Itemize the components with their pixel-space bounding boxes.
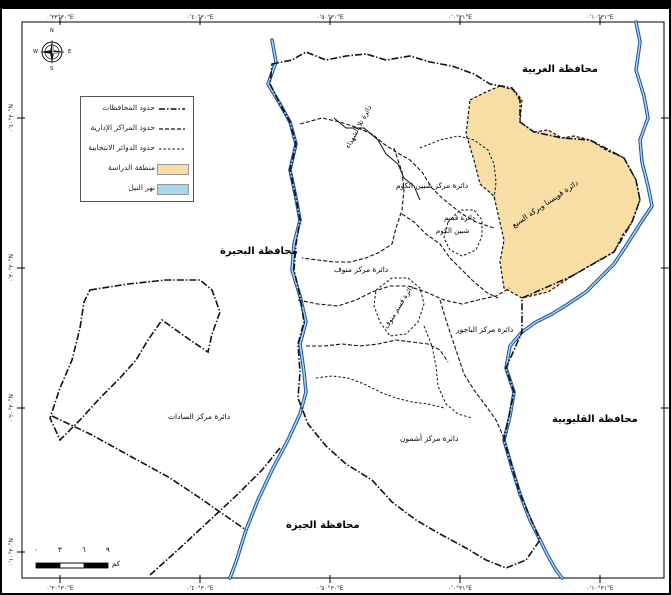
top-tick-label: ٣٠°٣٣'٠"E: [46, 14, 74, 21]
bottom-tick-label: ٣١°٠'٠"E: [448, 585, 472, 592]
compass-w: W: [33, 49, 38, 55]
legend-symbol-short-dash: [159, 148, 185, 150]
legend-label: منطقة الدراسة: [108, 163, 155, 172]
left-tick-label: ٣٠°٤٠'٠"N: [8, 104, 15, 132]
label-gharbia: محافظة الغربية: [522, 64, 598, 75]
electoral-boundaries: [315, 135, 497, 419]
giza-boundary: [149, 447, 281, 576]
label-district-sadat: دائرة مركز السادات: [168, 412, 231, 421]
label-beheira: محافظة البحيرة: [220, 246, 298, 257]
bottom-tick-label: ٣١°١٠'٠"E: [586, 585, 614, 592]
legend-item-governorates: حدود المحافظات: [81, 101, 193, 115]
top-tick-label: ٣١°٠'٠"E: [448, 14, 472, 21]
legend-label: حدود المحافظات: [102, 103, 155, 112]
label-district-bagour: دائرة مركز الباجور: [456, 325, 514, 334]
label-district-menouf: دائرة مركز منوف: [334, 265, 389, 274]
scale-unit: كم: [112, 560, 120, 568]
sadat-west-edge: [51, 415, 247, 531]
governorate-boundary: [269, 51, 641, 569]
nile-river-west-fill: [229, 39, 307, 579]
legend-swatch-study-area: [157, 164, 189, 175]
map-legend: حدود المحافظات حدود المراكز الإدارية حدو…: [80, 96, 194, 202]
label-district-shebin-qism-2: شبين الكوم: [436, 227, 470, 235]
compass-icon: [40, 39, 65, 64]
scale-bar: ٠ ٣ ٦ ٩ كم: [32, 546, 132, 574]
sadat-boundary: [49, 279, 221, 442]
legend-item-study-area: منطقة الدراسة: [81, 161, 193, 175]
left-tick-label: ٣٠°٢٠'٠"N: [8, 394, 15, 422]
bottom-tick-label: ٣٠°٥٠'٠"E: [316, 585, 344, 592]
left-tick-label: ٣٠°٣٠'٠"N: [8, 254, 15, 282]
compass-n: N: [50, 28, 54, 34]
legend-symbol-dash-dot: [159, 108, 185, 110]
scale-tick-0: ٠: [34, 546, 38, 554]
scale-tick-6: ٦: [82, 546, 86, 554]
label-district-shebin: دائرة مركز شبين الكوم: [396, 181, 469, 190]
legend-swatch-nile: [157, 184, 189, 195]
scale-tick-3: ٣: [58, 546, 62, 554]
legend-label: حدود المراكز الإدارية: [90, 123, 155, 132]
top-border-bar: [0, 0, 671, 9]
label-giza: محافظة الجيزة: [286, 520, 360, 531]
top-tick-label: ٣١°١٠'٠"E: [586, 14, 614, 21]
top-tick-label: ٣٠°٥٠'٠"E: [316, 14, 344, 21]
legend-item-admin-centers: حدود المراكز الإدارية: [81, 121, 193, 135]
label-district-shebin-qism-1: دائرة قسم: [444, 214, 476, 222]
compass-s: S: [50, 66, 54, 72]
compass-rose: N S W E: [33, 28, 72, 72]
scale-bar-graphic: [35, 562, 109, 569]
legend-label: نهر النيل: [128, 183, 155, 192]
legend-label: حدود الدوائر الانتخابية: [88, 143, 155, 152]
graticule-ticks: [17, 17, 669, 583]
administrative-boundaries: [297, 117, 511, 439]
left-tick-label: ٣٠°١٠'٠"N: [8, 538, 15, 566]
legend-symbol-dash: [159, 128, 185, 130]
scale-tick-9: ٩: [106, 546, 110, 554]
bottom-tick-label: ٣٠°٣٠'٠"E: [46, 585, 74, 592]
top-coordinate-labels: ٣٠°٣٣'٠"E ٣٠°٤٠'٠"E ٣٠°٥٠'٠"E ٣١°٠'٠"E ٣…: [46, 14, 614, 21]
tala-boundary: [333, 117, 421, 201]
bottom-coordinate-labels: ٣٠°٣٠'٠"E ٣٠°٤٠'٠"E ٣٠°٥٠'٠"E ٣١°٠'٠"E ٣…: [46, 585, 614, 592]
nile-river-west: [228, 38, 308, 580]
compass-e: E: [68, 49, 72, 55]
label-qalyubia: محافظة القليوبية: [552, 414, 638, 425]
legend-item-nile: نهر النيل: [81, 181, 193, 195]
bottom-tick-label: ٣٠°٤٠'٠"E: [186, 585, 214, 592]
inner-map-frame: [21, 21, 665, 579]
nile-river-east-fill: [503, 21, 653, 579]
label-district-ashmoun: دائرة مركز أشمون: [400, 434, 459, 443]
nile-river-east: [502, 20, 654, 580]
top-tick-label: ٣٠°٤٠'٠"E: [186, 14, 214, 21]
left-coordinate-labels: ٣٠°٤٠'٠"N ٣٠°٣٠'٠"N ٣٠°٢٠'٠"N ٣٠°١٠'٠"N: [8, 104, 15, 566]
legend-item-electoral: حدود الدوائر الانتخابية: [81, 141, 193, 155]
